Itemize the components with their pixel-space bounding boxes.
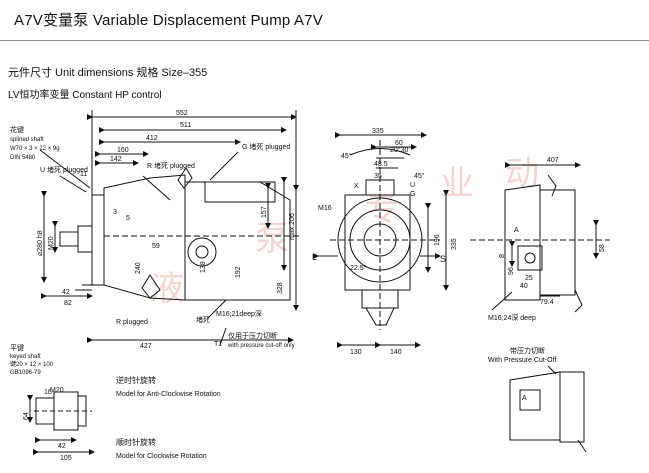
right-dim-8: 8	[499, 254, 506, 258]
r-plugged-bottom-label: R plugged	[116, 319, 148, 326]
with-cutoff-en: With Pressure Cut-Off	[488, 357, 556, 364]
right-dim-79-4: 79.4	[540, 299, 554, 306]
front-dim-335-side: 335	[451, 238, 458, 250]
dim-412: 412	[146, 135, 158, 142]
dim-160: 160	[117, 147, 129, 154]
with-cutoff-cn: 带压力切断	[510, 346, 545, 355]
dim-552: 552	[176, 110, 188, 117]
dim-59: 59	[152, 243, 160, 250]
dim-427: 427	[140, 343, 152, 350]
right-dim-25: 25	[525, 275, 533, 282]
dim-max206: max.206	[289, 213, 296, 240]
right-dim-40: 40	[520, 283, 528, 290]
unit-dimensions-label: 元件尺寸 Unit dimensions 规格 Size–355	[8, 67, 208, 79]
t1-label: T1	[214, 341, 222, 348]
dim-3: 3	[113, 209, 117, 216]
right-view-drawing	[470, 162, 610, 313]
din-spec: DIN 5480	[10, 155, 36, 161]
dim-42-key: 42	[58, 443, 66, 450]
dim-157: 157	[261, 206, 268, 218]
m20-key-label: M20	[50, 387, 64, 394]
page-title: A7V变量泵 Variable Displacement Pump A7V	[14, 12, 323, 29]
front-dim-35: 35	[374, 173, 382, 180]
side-view-drawing	[39, 110, 300, 346]
front-dim-60: 60	[395, 140, 403, 147]
m16-21-label: M16;21deep深	[216, 309, 262, 318]
dim-142: 142	[110, 156, 122, 163]
m16-front-label: M16	[318, 205, 332, 212]
plugged-cn-label: 堵死	[196, 315, 210, 324]
dim-5: 5	[126, 215, 130, 222]
dim-138: 138	[200, 261, 207, 273]
splined-shaft-en: splined shaft	[10, 137, 44, 143]
acw-cn: 逆时针旋转	[116, 375, 156, 385]
svg-text:业: 业	[440, 164, 474, 204]
dim-280h8: ⌀280 h8	[37, 230, 44, 256]
right-dim-407: 407	[547, 157, 559, 164]
cw-en: Model for Clockwise Rotation	[116, 453, 207, 460]
only-cutoff-cn: 仅用于压力切断	[228, 331, 277, 340]
dim-m20: M20	[48, 236, 55, 250]
front-angle-20-30: 20°30'	[390, 146, 410, 154]
dim-328: 328	[277, 282, 284, 294]
gb-spec: GB1096-79	[10, 370, 41, 376]
dim-105: 105	[60, 455, 72, 462]
page-header: A7V变量泵 Variable Displacement Pump A7V	[0, 0, 649, 41]
keyed-shaft-en: keyed shaft	[10, 354, 41, 360]
front-dim-140: 140	[390, 349, 402, 356]
splined-shaft-cn: 花键	[10, 125, 24, 134]
g-front-label: G	[410, 191, 415, 198]
u-front-label: U	[410, 182, 415, 189]
a-right-label: A	[514, 227, 519, 234]
u-plugged-label: U 堵死 plugged	[40, 165, 88, 174]
right-dim-96: 96	[508, 267, 515, 275]
a-cutoff-label: A	[522, 395, 527, 402]
keyed-shaft-drawing	[27, 391, 95, 455]
front-angle-45-right: 45°	[414, 172, 425, 180]
svg-text:液: 液	[150, 269, 184, 309]
s-port-label: S	[440, 254, 446, 264]
acw-en: Model for Anti-Clockwise Rotation	[116, 391, 221, 398]
l-port-label: L	[312, 252, 317, 262]
front-view-drawing	[313, 132, 449, 348]
x-label: X	[354, 183, 359, 190]
front-angle-45-left: 45°	[341, 152, 352, 160]
r-plugged-top-label: R 堵死 plugged	[147, 161, 195, 170]
m16-24-label: M16;24深 deep	[488, 313, 536, 322]
keyed-spec: 键20 × 12 × 100	[10, 360, 54, 368]
dim-511: 511	[180, 122, 191, 129]
cutoff-detail-drawing	[509, 365, 587, 453]
dim-192: 192	[235, 266, 242, 278]
control-type-label: LV恒功率变量 Constant HP control	[8, 90, 162, 101]
only-cutoff-en: with pressure cut-off only	[227, 343, 295, 349]
keyed-shaft-cn: 平键	[10, 343, 24, 352]
dim-240: 240	[135, 262, 142, 274]
cw-cn: 顺时针旋转	[116, 437, 156, 447]
dim-42: 42	[62, 289, 70, 296]
dim-82: 82	[64, 300, 72, 307]
front-dim-22-5: 22.5°	[350, 264, 367, 272]
front-dim-130: 130	[350, 349, 362, 356]
g-plugged-label: G 堵死 plugged	[242, 142, 290, 151]
dim-16: 16	[44, 389, 52, 396]
dim-64: 64	[23, 412, 30, 420]
right-dim-58: 58	[599, 244, 606, 252]
front-dim-48-5: 48.5	[374, 161, 388, 168]
front-dim-335-top: 335	[372, 128, 384, 135]
svg-text:专: 专	[365, 189, 399, 229]
front-dim-196: 196	[434, 234, 441, 246]
splined-spec: W70 × 3 × 22 × 9g	[10, 146, 60, 152]
dim-11: 11	[80, 171, 87, 178]
